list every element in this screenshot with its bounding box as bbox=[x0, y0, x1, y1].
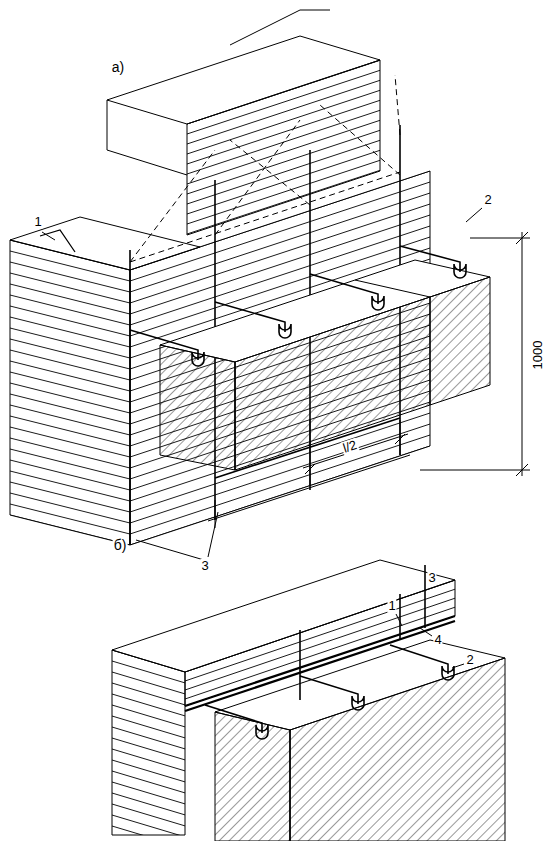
callout-number: 4 bbox=[433, 633, 442, 647]
callout-number: 2 bbox=[465, 653, 474, 667]
callout-number: 1 bbox=[33, 215, 42, 229]
view-label: а) bbox=[111, 60, 125, 75]
brick-courses bbox=[10, 240, 130, 545]
callout-number: 2 bbox=[483, 193, 492, 207]
callout-number: 1 bbox=[387, 599, 396, 613]
dimension-label: 1000 bbox=[531, 340, 544, 371]
view-label: б) bbox=[113, 538, 128, 553]
callout-number: 3 bbox=[427, 571, 436, 585]
dimension-label: l/2 bbox=[340, 438, 359, 456]
brick-courses bbox=[112, 650, 185, 841]
callout-number: 3 bbox=[200, 559, 209, 573]
